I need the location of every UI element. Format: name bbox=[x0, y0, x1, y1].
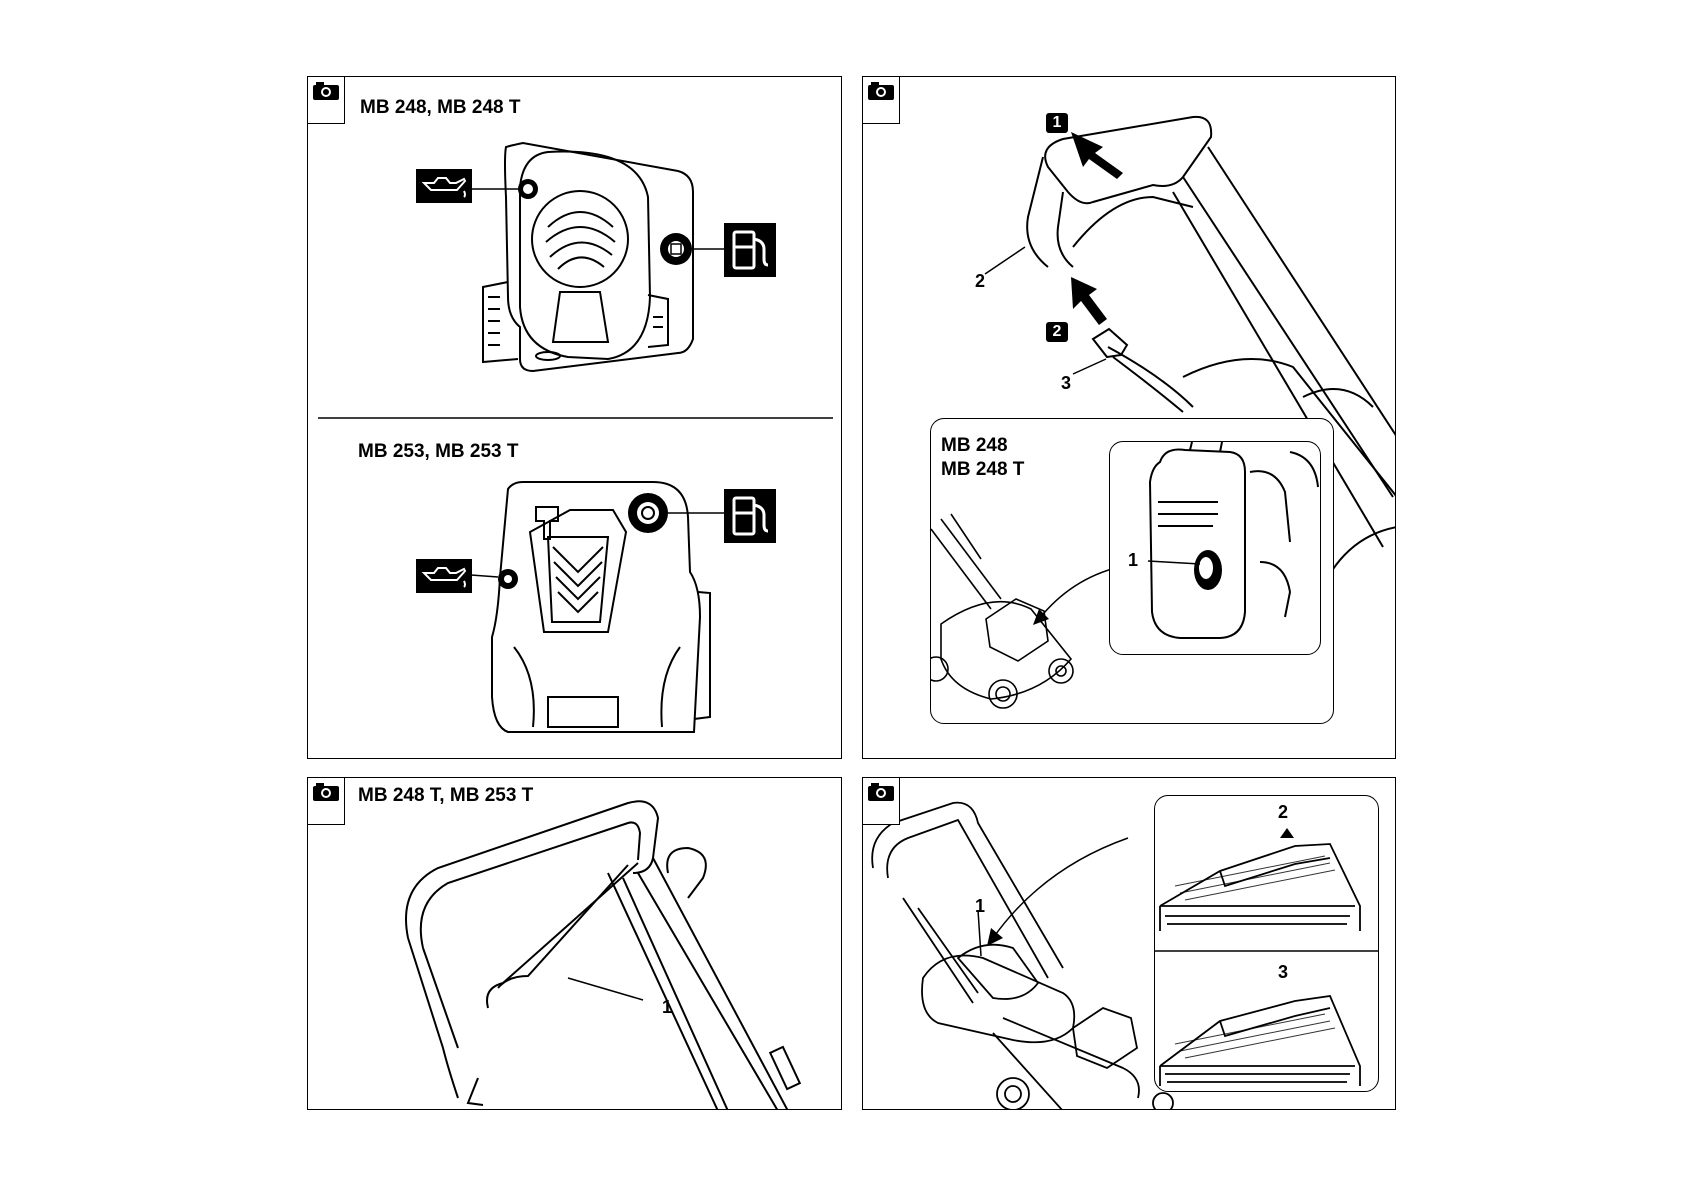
camera-icon bbox=[313, 783, 339, 801]
camera-icon bbox=[868, 783, 894, 801]
step-1-marker: 1 bbox=[1046, 113, 1068, 133]
arrow-2 bbox=[1071, 277, 1107, 325]
handle-illustration bbox=[984, 115, 1395, 698]
grass-catcher-callout-1: 1 bbox=[975, 896, 986, 916]
brake-bar-illustration bbox=[405, 800, 802, 1109]
fill-level-illustration bbox=[1155, 828, 1378, 1086]
oil-cap-top bbox=[518, 179, 538, 199]
fuel-cap-top bbox=[660, 233, 692, 265]
fuel-cap-bottom bbox=[628, 493, 668, 533]
fill-level-inset: 2 3 bbox=[1154, 795, 1379, 1092]
engine-title-top: MB 248, MB 248 T bbox=[360, 97, 521, 118]
camera-box bbox=[308, 77, 345, 124]
camera-icon bbox=[313, 82, 339, 100]
fill-level-callout-3: 3 bbox=[1278, 962, 1289, 982]
engine-mb253 bbox=[491, 481, 711, 733]
oil-dipstick-inset: MB 248 MB 248 T bbox=[930, 418, 1334, 724]
callout-3: 3 bbox=[1061, 373, 1072, 393]
inset-title-line1: MB 248 bbox=[941, 435, 1008, 456]
step-2-marker: 2 bbox=[1046, 322, 1068, 342]
engine-panel: MB 248, MB 248 T MB 253, MB 253 T bbox=[307, 76, 842, 759]
fill-level-callout-2: 2 bbox=[1278, 802, 1289, 822]
fuel-pump-icon bbox=[724, 489, 776, 543]
inset-callout-1: 1 bbox=[1128, 550, 1139, 570]
camera-box bbox=[308, 778, 345, 825]
inset-mower-illustration bbox=[931, 513, 1120, 709]
callout-2: 2 bbox=[975, 271, 986, 291]
camera-box bbox=[863, 77, 900, 124]
mower-illustration bbox=[871, 801, 1174, 1109]
engine-title-bottom: MB 253, MB 253 T bbox=[358, 441, 519, 462]
camera-box bbox=[863, 778, 900, 825]
engine-illustrations bbox=[318, 141, 833, 733]
fuel-pump-icon bbox=[724, 223, 776, 277]
brake-bar-panel: MB 248 T, MB 253 T 1 bbox=[307, 777, 842, 1110]
handle-controls-panel: 1 2 2 3 MB 248 MB 248 T bbox=[862, 76, 1396, 759]
brake-bar-callout-1: 1 bbox=[662, 997, 673, 1017]
engine-mb248 bbox=[482, 141, 694, 373]
oil-can-icon bbox=[416, 559, 472, 593]
dipstick-detail-illustration bbox=[1147, 442, 1319, 639]
arrow-1 bbox=[1071, 132, 1123, 179]
inset-title-line2: MB 248 T bbox=[941, 459, 1025, 480]
brake-bar-title: MB 248 T, MB 253 T bbox=[358, 785, 534, 806]
oil-can-icon bbox=[416, 169, 472, 203]
oil-cap-bottom bbox=[498, 569, 518, 589]
grass-catcher-panel: 1 2 3 bbox=[862, 777, 1396, 1110]
camera-icon bbox=[868, 82, 894, 100]
dipstick-detail: 1 bbox=[1109, 441, 1321, 655]
